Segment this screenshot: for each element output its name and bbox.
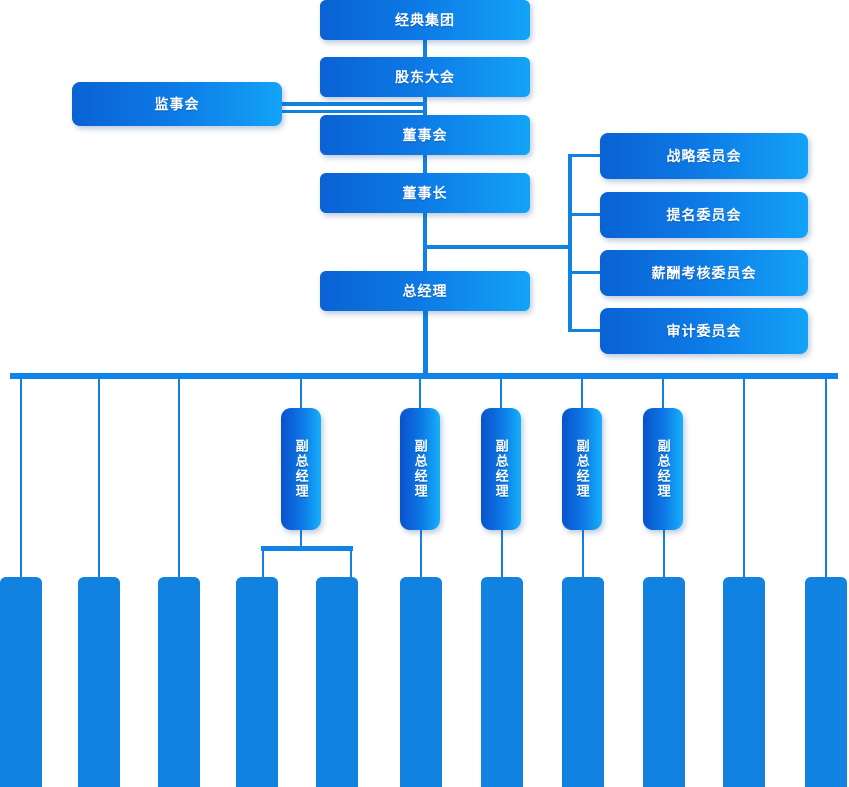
node-general-manager-label: 总经理 [402,283,448,299]
connector-supervisor-to-spine [281,102,427,106]
node-strategy-committee-label: 战略委员会 [666,148,742,164]
node-vice-general-manager-2-label: 副总经理 [412,439,428,499]
node-audit-committee[interactable]: 审计委员会 [600,308,808,354]
node-vice-general-manager-4-label: 副总经理 [574,439,590,499]
drop-bus-to-vp-1 [300,379,302,409]
committee-vertical-rail [568,154,572,331]
drop-bus-to-dept-10 [743,379,745,578]
node-group-label: 经典集团 [395,12,455,28]
node-group[interactable]: 经典集团 [320,0,530,40]
drop-bus-to-dept-11 [825,379,827,578]
node-compensation-committee-label: 薪酬考核委员会 [651,265,757,281]
connector-board-to-chairman [423,154,427,175]
drop-subbus-to-dept-4 [262,551,264,578]
node-general-manager[interactable]: 总经理 [320,271,530,311]
drop-vp-1-to-subbus [300,530,302,549]
node-vice-general-manager-2[interactable]: 副总经理 [400,408,440,530]
node-board-of-directors[interactable]: 董事会 [320,115,530,155]
connector-supervisor-to-spine-lower [281,110,427,113]
node-shareholders-meeting[interactable]: 股东大会 [320,57,530,97]
node-vice-general-manager-1[interactable]: 副总经理 [281,408,321,530]
drop-bus-to-dept-3 [178,379,180,578]
node-department-7[interactable] [481,577,523,787]
connector-stub-nomination-committee [568,213,602,216]
drop-vp-3-to-dept-7 [501,530,503,578]
drop-bus-to-vp-2 [419,379,421,409]
node-department-4[interactable] [236,577,278,787]
node-vice-general-manager-5-label: 副总经理 [655,439,671,499]
drop-bus-to-dept-1 [20,379,22,578]
drop-subbus-to-dept-5 [350,551,352,578]
node-nomination-committee[interactable]: 提名委员会 [600,192,808,238]
connector-stub-strategy-committee [568,154,602,157]
vp-1-sub-bus [261,546,353,551]
drop-bus-to-vp-3 [500,379,502,409]
node-department-11[interactable] [805,577,847,787]
drop-vp-2-to-dept-6 [420,530,422,578]
main-department-bus [10,373,838,379]
drop-vp-4-to-dept-8 [582,530,584,578]
drop-vp-5-to-dept-9 [663,530,665,578]
node-board-of-supervisors[interactable]: 监事会 [72,82,282,126]
node-department-2[interactable] [78,577,120,787]
drop-bus-to-vp-5 [662,379,664,409]
node-vice-general-manager-5[interactable]: 副总经理 [643,408,683,530]
node-vice-general-manager-3-label: 副总经理 [493,439,509,499]
node-strategy-committee[interactable]: 战略委员会 [600,133,808,179]
connector-chairman-to-committee-rail [423,245,571,249]
connector-stub-compensation-committee [568,271,602,274]
node-chairman-label: 董事长 [402,185,448,201]
node-compensation-committee[interactable]: 薪酬考核委员会 [600,250,808,296]
connector-chairman-to-gm [423,212,427,274]
node-department-9[interactable] [643,577,685,787]
node-board-of-directors-label: 董事会 [402,127,448,143]
node-audit-committee-label: 审计委员会 [666,323,742,339]
node-vice-general-manager-3[interactable]: 副总经理 [481,408,521,530]
connector-group-to-shareholders [423,38,427,59]
node-department-8[interactable] [562,577,604,787]
drop-bus-to-dept-2 [98,379,100,578]
node-department-6[interactable] [400,577,442,787]
connector-stub-audit-committee [568,329,602,332]
connector-gm-to-main-bus [423,311,428,375]
node-department-5[interactable] [316,577,358,787]
node-chairman[interactable]: 董事长 [320,173,530,213]
node-board-of-supervisors-label: 监事会 [154,96,200,112]
node-nomination-committee-label: 提名委员会 [666,207,742,223]
node-vice-general-manager-1-label: 副总经理 [293,439,309,499]
drop-bus-to-vp-4 [581,379,583,409]
node-shareholders-meeting-label: 股东大会 [395,69,455,85]
node-department-3[interactable] [158,577,200,787]
node-department-10[interactable] [723,577,765,787]
connector-shareholders-to-board [423,96,427,117]
node-department-1[interactable] [0,577,42,787]
node-vice-general-manager-4[interactable]: 副总经理 [562,408,602,530]
